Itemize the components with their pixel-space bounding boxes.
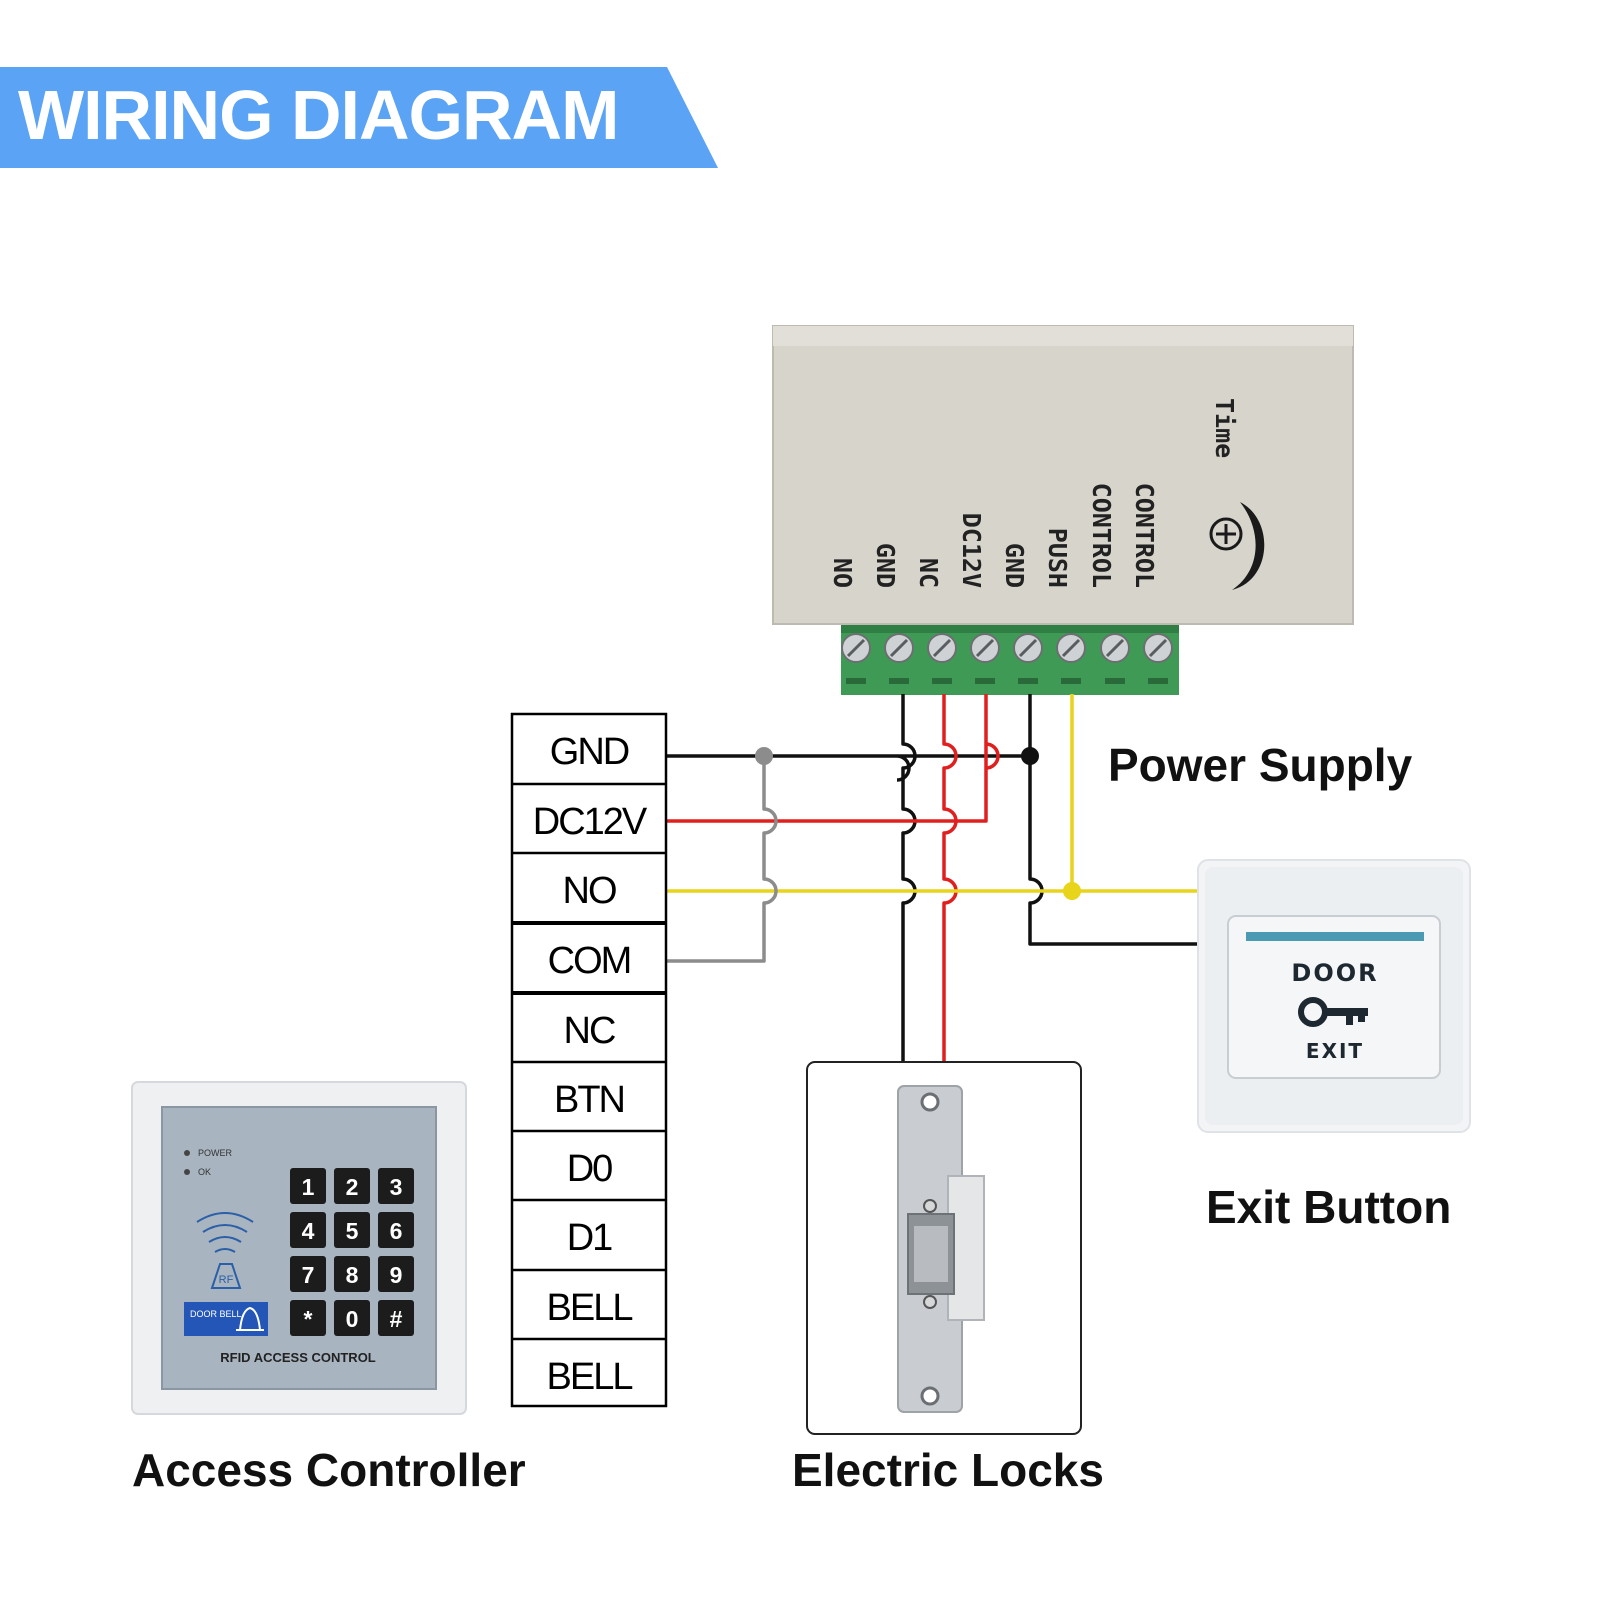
- terminal-screws: [841, 633, 1173, 684]
- terminal-strip-borders: [510, 712, 668, 1408]
- ps-label-no-0: NO: [828, 558, 857, 588]
- ps-label-gnd-1: GND: [871, 543, 900, 588]
- ok-led: [184, 1169, 190, 1175]
- caption-access-controller: Access Controller: [132, 1444, 526, 1496]
- keypad-key: [290, 1212, 326, 1248]
- keypad-key-label: 7: [302, 1262, 315, 1288]
- ok-led-label: OK: [198, 1167, 211, 1177]
- keypad-key-label: 3: [390, 1174, 403, 1200]
- keypad-key-label: 1: [302, 1174, 315, 1200]
- keypad-key-label: *: [304, 1306, 313, 1332]
- exit-button-led-bar: [1246, 932, 1424, 941]
- time-knob-icon: [1209, 502, 1265, 590]
- keypad-key: [378, 1300, 414, 1336]
- terminal-btn: BTN: [554, 1079, 626, 1121]
- key-icon: [1298, 997, 1368, 1027]
- terminal-bell-2: BELL: [546, 1356, 634, 1398]
- caption-exit-button: Exit Button: [1206, 1181, 1452, 1233]
- bell-icon: [236, 1306, 264, 1331]
- power-led-label: POWER: [198, 1148, 233, 1158]
- power-supply-labels: NO GND NC DC12V GND PUSH CONTROL CONTROL: [828, 483, 1159, 588]
- page-title: WIRING DIAGRAM: [18, 76, 619, 154]
- junction-gnd: [1021, 747, 1039, 765]
- keypad-key: [378, 1212, 414, 1248]
- keypad-key: [378, 1168, 414, 1204]
- access-controller: POWER OK RF DOOR BELL 1 2 3 4 5 6 7 8 9 * 0 # RFID …: [131, 1081, 467, 1415]
- controller-model-label: RFID ACCESS CONTROL: [220, 1350, 376, 1365]
- ps-label-push-5: PUSH: [1043, 528, 1072, 588]
- terminal-bell: BELL: [546, 1287, 634, 1329]
- keypad-key: [290, 1168, 326, 1204]
- terminal-d0: D0: [566, 1148, 614, 1190]
- wire-lock-red: [942, 694, 958, 1062]
- terminal-com: COM: [547, 940, 633, 982]
- ps-label-control-6: CONTROL: [1087, 483, 1116, 588]
- junction-gnd-com: [755, 747, 773, 765]
- terminal-dc12v: DC12V: [532, 801, 648, 843]
- keypad-key-label: 6: [390, 1218, 403, 1244]
- terminal-gnd: GND: [549, 731, 630, 773]
- wire-gnd-black: [667, 754, 1030, 782]
- keypad-key-label: 4: [302, 1218, 315, 1244]
- wire-red-hop: [985, 742, 1000, 770]
- keypad-key: [334, 1168, 370, 1204]
- power-led: [184, 1150, 190, 1156]
- ps-label-nc-2: NC: [914, 558, 943, 588]
- exit-button-exit-text: EXIT: [1306, 1039, 1364, 1063]
- time-label: Time: [1210, 398, 1239, 458]
- keypad-key: [378, 1256, 414, 1292]
- keypad-key-label: 8: [346, 1262, 359, 1288]
- title-banner: [0, 67, 718, 168]
- doorbell-label: DOOR BELL: [190, 1309, 242, 1319]
- exit-button: DOOR EXIT: [1197, 859, 1471, 1133]
- keypad-key: [334, 1300, 370, 1336]
- keypad-key-label: 2: [346, 1174, 359, 1200]
- ps-label-dc12v-3: DC12V: [957, 513, 986, 588]
- ps-label-gnd-4: GND: [1000, 543, 1029, 588]
- rf-signal-icon: [196, 1212, 254, 1289]
- keypad-key: [334, 1212, 370, 1248]
- wires: [667, 694, 1198, 1062]
- power-supply-case: [772, 325, 1354, 625]
- terminal-no: NO: [562, 870, 618, 912]
- keypad-key: [334, 1256, 370, 1292]
- wire-exit-black: [1028, 694, 1198, 946]
- wire-com-gray: [667, 756, 778, 963]
- keypad: 1 2 3 4 5 6 7 8 9 * 0 #: [290, 1168, 414, 1336]
- keypad-key-label: #: [390, 1306, 403, 1332]
- keypad-key: [290, 1256, 326, 1292]
- wire-dc12v-red: [667, 694, 988, 823]
- wire-lock-black: [901, 694, 917, 1062]
- caption-power-supply: Power Supply: [1108, 739, 1413, 791]
- keypad-key-label: 9: [390, 1262, 403, 1288]
- electric-lock: [806, 1061, 1082, 1435]
- terminal-d1: D1: [566, 1217, 614, 1259]
- exit-button-door-text: DOOR: [1291, 959, 1378, 987]
- terminal-nc: NC: [563, 1010, 617, 1052]
- caption-electric-locks: Electric Locks: [792, 1444, 1104, 1496]
- power-supply: NO GND NC DC12V GND PUSH CONTROL CONTROL Time: [772, 325, 1354, 695]
- keypad-key: [290, 1300, 326, 1336]
- junction-no: [1063, 882, 1081, 900]
- rf-label: RF: [219, 1274, 234, 1286]
- keypad-key-label: 5: [346, 1218, 359, 1244]
- keypad-key-label: 0: [346, 1306, 359, 1332]
- ps-label-control-7: CONTROL: [1130, 483, 1159, 588]
